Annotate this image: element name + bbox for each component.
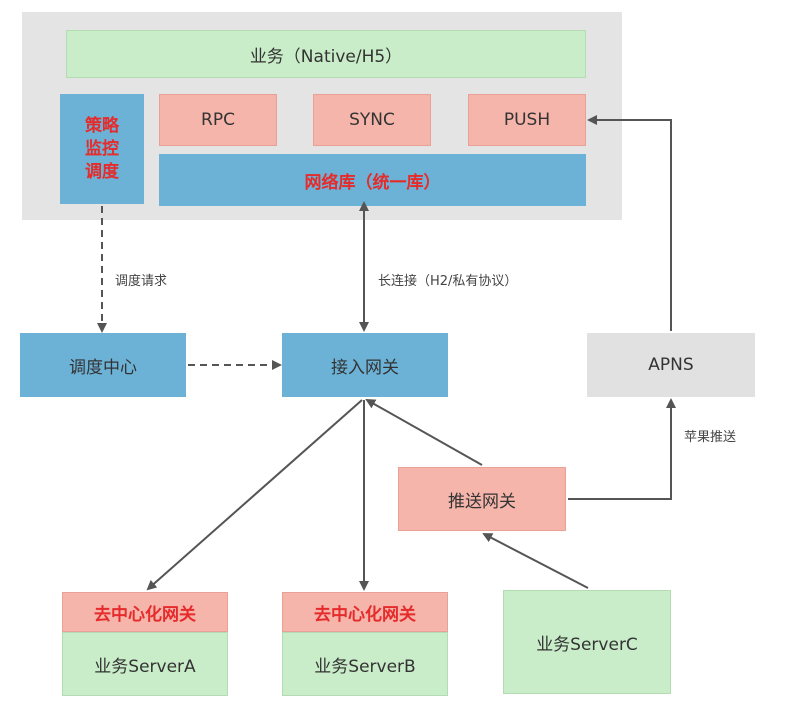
strategy-label: 策略 xyxy=(85,115,119,136)
network-library-box: 网络库（统一库） xyxy=(159,154,586,206)
strategy-monitor-schedule-box: 策略 监控 调度 xyxy=(60,94,144,204)
push-box: PUSH xyxy=(468,94,586,146)
server-a-box: 业务ServerA xyxy=(62,632,228,696)
server-c-to-push-gateway-arrow xyxy=(482,533,589,589)
schedule-label: 调度 xyxy=(85,161,119,182)
decentralized-gateway-b: 去中心化网关 xyxy=(282,592,448,632)
network-library-label: 网络库（统一库） xyxy=(304,172,441,193)
monitor-label: 监控 xyxy=(85,138,119,159)
apple-push-label: 苹果推送 xyxy=(684,430,737,445)
sync-box: SYNC xyxy=(313,94,431,146)
server-b-box: 业务ServerB xyxy=(282,632,448,696)
rpc-box: RPC xyxy=(159,94,277,146)
apns-box: APNS xyxy=(587,333,755,397)
push-gateway-to-apns-arrow xyxy=(568,398,676,500)
server-c-box: 业务ServerC xyxy=(503,590,671,694)
decentralized-gateway-b-label: 去中心化网关 xyxy=(314,604,416,625)
business-bar: 业务（Native/H5） xyxy=(66,30,586,78)
push-gateway-box: 推送网关 xyxy=(398,467,566,531)
decentralized-gateway-a-label: 去中心化网关 xyxy=(94,604,196,625)
long-connection-label: 长连接（H2/私有协议） xyxy=(378,274,518,289)
push-gateway-to-access-arrow xyxy=(365,399,483,466)
apns-to-push-arrow xyxy=(587,115,672,331)
decentralized-gateway-a: 去中心化网关 xyxy=(62,592,228,632)
schedule-center-box: 调度中心 xyxy=(20,333,186,397)
gateway-to-server-a-arrow xyxy=(146,399,363,591)
schedule-request-label: 调度请求 xyxy=(115,274,168,289)
access-gateway-box: 接入网关 xyxy=(282,333,448,397)
